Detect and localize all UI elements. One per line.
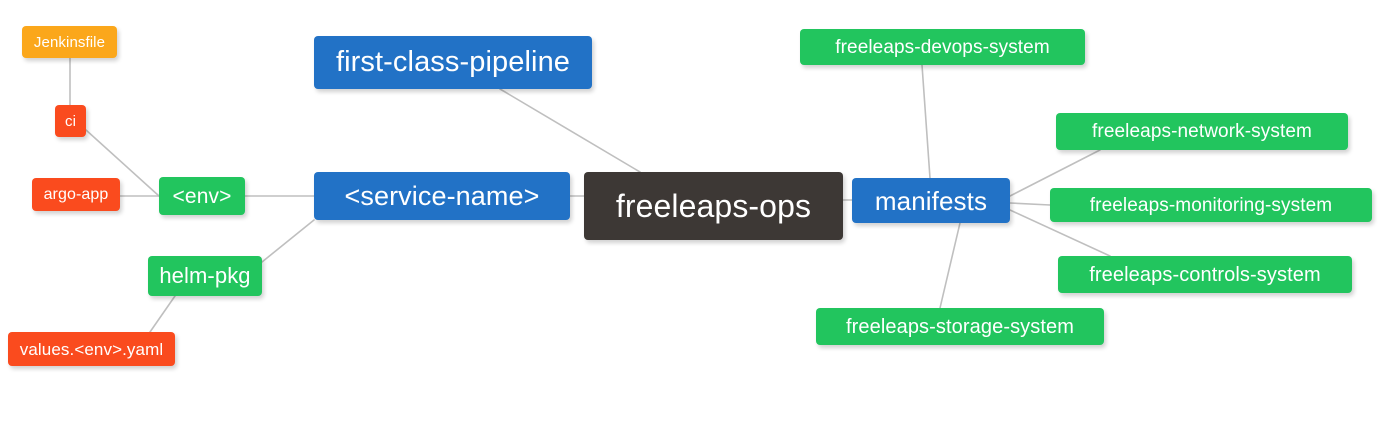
node-label-values-yaml: values.<env>.yaml (19, 339, 164, 359)
node-monitoring-sys[interactable]: freeleaps-monitoring-system (1050, 188, 1372, 222)
node-label-manifests: manifests (874, 185, 988, 216)
node-env[interactable]: <env> (159, 177, 245, 215)
node-label-devops-sys: freeleaps-devops-system (835, 36, 1050, 58)
node-service-name[interactable]: <service-name> (314, 172, 570, 220)
node-network-sys[interactable]: freeleaps-network-system (1056, 113, 1348, 150)
node-label-helm-pkg: helm-pkg (159, 263, 251, 288)
edge-service-name-to-helm-pkg (261, 219, 315, 263)
node-devops-sys[interactable]: freeleaps-devops-system (800, 29, 1085, 65)
node-label-argo-app: argo-app (43, 185, 109, 203)
node-label-freeleaps-ops: freeleaps-ops (615, 188, 812, 224)
node-label-ci: ci (64, 112, 77, 130)
node-label-network-sys: freeleaps-network-system (1092, 121, 1312, 142)
node-ci[interactable]: ci (55, 105, 86, 137)
node-helm-pkg[interactable]: helm-pkg (148, 256, 262, 296)
edge-manifests-to-storage-sys (939, 222, 961, 309)
edge-manifests-to-devops-sys (921, 64, 931, 179)
node-label-storage-sys: freeleaps-storage-system (845, 315, 1075, 338)
node-label-monitoring-sys: freeleaps-monitoring-system (1089, 194, 1333, 216)
node-storage-sys[interactable]: freeleaps-storage-system (816, 308, 1104, 345)
node-argo-app[interactable]: argo-app (32, 178, 120, 211)
edge-first-class-to-freeleaps-ops (499, 88, 641, 173)
node-label-controls-sys: freeleaps-controls-system (1089, 263, 1321, 286)
node-label-service-name: <service-name> (344, 180, 540, 211)
node-first-class[interactable]: first-class-pipeline (314, 36, 592, 89)
node-freeleaps-ops[interactable]: freeleaps-ops (584, 172, 843, 240)
node-manifests[interactable]: manifests (852, 178, 1010, 223)
edge-manifests-to-monitoring-sys (1009, 202, 1051, 206)
node-controls-sys[interactable]: freeleaps-controls-system (1058, 256, 1352, 293)
node-label-env: <env> (172, 184, 232, 208)
node-jenkinsfile[interactable]: Jenkinsfile (22, 26, 117, 58)
edge-helm-pkg-to-values-yaml (149, 295, 176, 333)
node-values-yaml[interactable]: values.<env>.yaml (8, 332, 175, 366)
node-label-first-class: first-class-pipeline (335, 46, 571, 78)
node-label-jenkinsfile: Jenkinsfile (33, 33, 106, 51)
